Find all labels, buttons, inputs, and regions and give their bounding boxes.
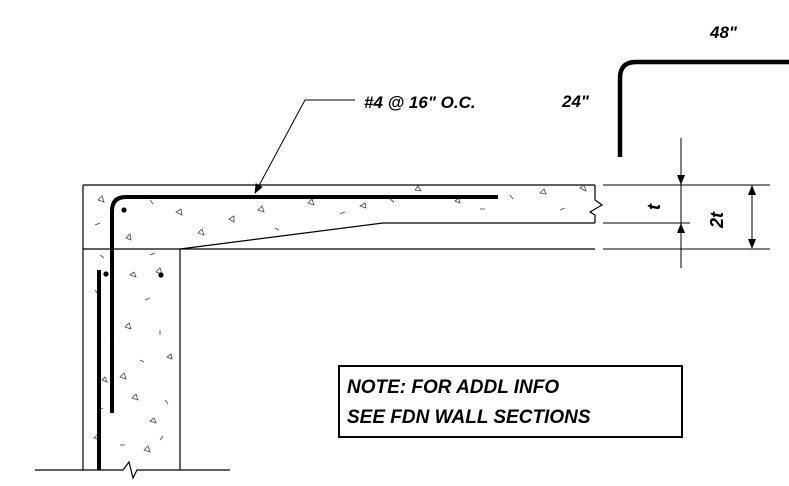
dimension-t: t xyxy=(644,203,664,210)
hook-horizontal-length: 48" xyxy=(709,23,738,42)
note-line-1: NOTE: FOR ADDL INFO xyxy=(347,377,559,398)
dimension-2t: 2t xyxy=(707,211,727,229)
hook-detail xyxy=(617,59,789,157)
thickened-slab-edge xyxy=(179,222,595,250)
main-bent-rebar xyxy=(110,195,498,413)
ground-line xyxy=(35,460,230,480)
dimension-lines xyxy=(603,138,770,268)
note-box xyxy=(338,365,683,438)
rebar-callout: #4 @ 16" O.C. xyxy=(364,93,476,112)
break-line-slab xyxy=(588,185,604,223)
callout-leader xyxy=(254,99,355,194)
reinforcement xyxy=(97,195,498,470)
rebar-dots xyxy=(103,207,164,278)
concrete-outline xyxy=(82,184,604,470)
hook-vertical-length: 24" xyxy=(561,92,590,111)
note-line-2: SEE FDN WALL SECTIONS xyxy=(347,407,591,428)
